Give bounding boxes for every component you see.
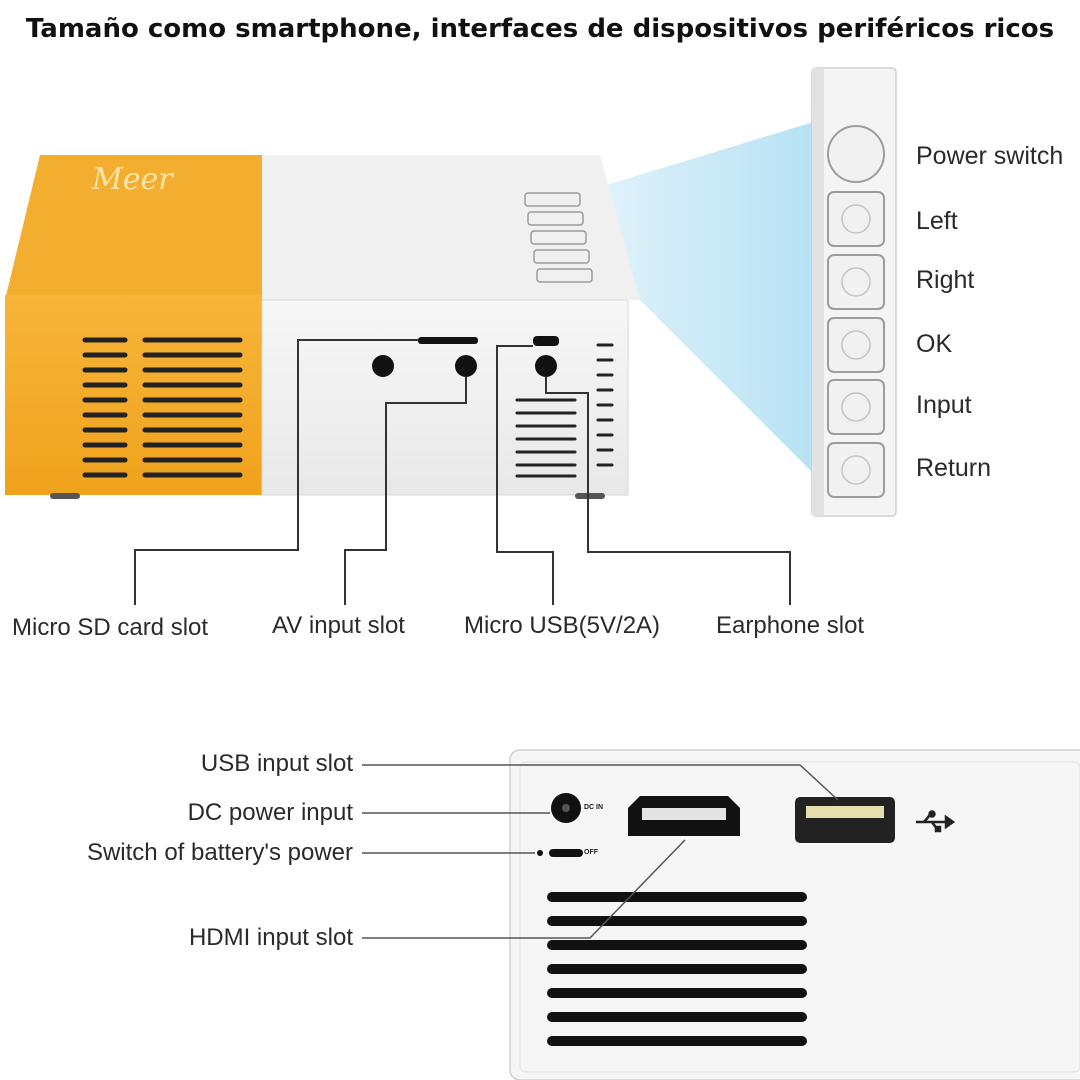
top-leader-lines: [134, 339, 791, 605]
left-button-label: Left: [916, 207, 958, 235]
micro-usb-port: [533, 336, 559, 346]
av-port: [372, 355, 394, 377]
dc-power-label: DC power input: [187, 799, 353, 826]
projector-top-view: [5, 155, 640, 499]
hdmi-input-label: HDMI input slot: [188, 924, 353, 951]
micro-usb-label: Micro USB(5V/2A): [464, 612, 661, 639]
usb-symbol-icon: [916, 810, 956, 833]
return-button-label: Return: [916, 454, 992, 482]
usb-port: [795, 797, 895, 843]
top-button-strip: [524, 192, 593, 283]
micro-sd-slot: [418, 337, 478, 344]
micro-sd-label: Micro SD card slot: [12, 614, 209, 641]
av-input-label: AV input slot: [272, 612, 405, 639]
battery-switch: [549, 849, 583, 857]
projector-rear-view: [509, 749, 1080, 1080]
side-button-panel: [811, 67, 897, 517]
battery-switch-label: Switch of battery's power: [86, 839, 353, 866]
light-beam: [590, 120, 820, 480]
bottom-leader-lines: [362, 764, 839, 939]
off-marking: OFF: [584, 849, 598, 856]
earphone-label: Earphone slot: [716, 612, 865, 639]
side-vents: [515, 343, 614, 478]
usb-input-label: USB input slot: [200, 750, 353, 777]
av-port-2: [455, 355, 477, 377]
orange-vents: [82, 337, 243, 478]
earphone-port: [535, 355, 557, 377]
page-title: Tamaño como smartphone, interfaces de di…: [25, 14, 1055, 44]
brand-logo: Meer: [92, 162, 173, 197]
right-button-label: Right: [916, 266, 975, 294]
ok-button-label: OK: [916, 330, 953, 358]
input-button-label: Input: [916, 391, 972, 419]
dc-in-marking: DC IN: [584, 804, 604, 811]
power-switch-label: Power switch: [916, 142, 1064, 170]
rear-vents: [547, 892, 807, 1046]
